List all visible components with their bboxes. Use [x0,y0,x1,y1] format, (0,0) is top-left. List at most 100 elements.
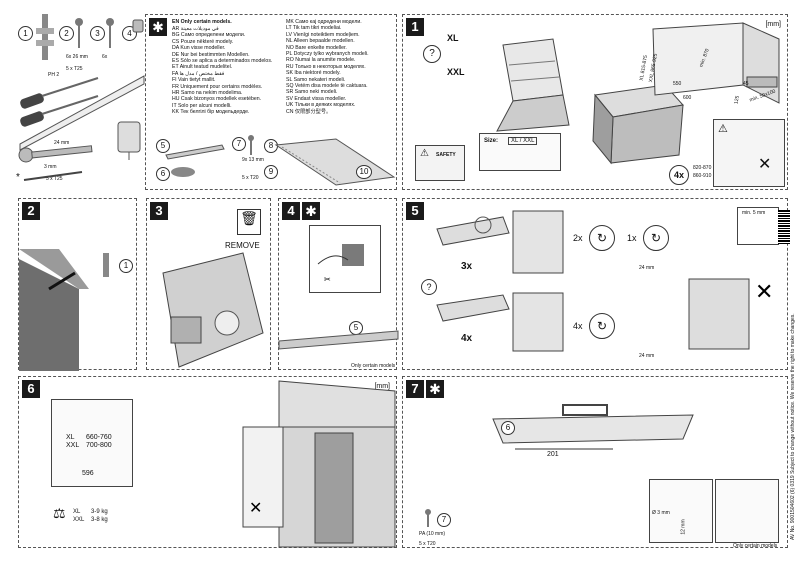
weight-xl-value: 3-9 kg [91,509,108,515]
part-callout-10: 10 [356,165,372,179]
step-3-panel: 3 🗑 REMOVE [146,198,271,370]
step-4-panel: 4 ✱ ✂ 5 Only certain models [278,198,399,370]
min-gap-label: min. 5 mm [742,210,766,216]
leveling-bottom-illustration [436,294,510,322]
step-6-panel: 6 [mm] XL 660-760 XXL 700-800 596 ⚖ XL 3… [18,376,397,548]
dishwasher-leveling-illustration [512,210,564,352]
hinge-bolt-icon [103,253,109,277]
lang-row: ES Sólo se aplica a determinados modelos… [172,58,273,65]
part-callout-7: 7 [437,513,451,527]
tool-wrench-label: 24 mm [54,140,70,146]
side-legal-text: AV No. 9001504602 (6) 0319 Subject to ch… [790,313,796,540]
lang-header: EN Only certain models. [172,19,232,25]
lang-row: DE Nur bei bestimmten Modellen. [172,51,250,58]
lang-row: LV Vienīgi noteiktiem modeļiem. [286,31,360,38]
weight-xxl-label: XXL [73,517,85,523]
height-range-2: 860-910 [693,173,712,179]
barcode [778,210,790,244]
lang-row: MK Само кај одредени модели. [286,19,362,25]
niche-illustration [652,22,780,104]
wrench-size-2: 24 mm [639,353,655,359]
asterisk-badge: ✱ [426,380,444,398]
lang-row: HR Samo na nekim modelima. [172,90,243,97]
drill-diameter: Ø 3 mm [652,510,670,516]
rating-plate: Size: XL / XXL [479,133,561,171]
part-callout-6: 6 [156,167,170,181]
part-callout-9: 9 [264,165,278,179]
asterisk-badge: ✱ [149,18,167,36]
screw-icon [75,18,83,48]
size-xxl-label: XXL [447,67,465,77]
screw-icon [106,18,114,48]
lang-row: SQ Vetëm disa modele të caktuara. [286,83,368,90]
vapour-strip-icon [274,138,396,186]
rotate-icon: ↻ [643,225,669,251]
part-2-size: 6x 26 mm [66,54,88,60]
asterisk-mark: * [16,172,20,183]
svg-text:✂: ✂ [324,275,331,284]
lang-row: SR Samo neki modeli. [286,89,338,96]
lang-row: FI Vain tietyt mallit. [172,77,216,84]
socket-warning-box: ⚠ ✕ [713,119,785,187]
svg-text:✕: ✕ [755,280,773,305]
step-number: 4 [282,202,300,220]
part-callout-2: 2 [59,26,74,41]
leveling-top-illustration [436,216,510,246]
part-callout-1: 1 [18,26,33,41]
rotate-icon: ↻ [589,225,615,251]
tool-torx-label: 5 x T25 [46,176,63,182]
lang-row: SV Endast vissa modeller. [286,95,347,102]
weight-xl-label: XL [73,509,81,515]
door-dimension-box: XL 660-760 XXL 700-800 596 [51,399,133,487]
lang-row: CS Pouze některé modely. [172,38,234,45]
count-badge: 4x [669,165,689,185]
language-panel: ✱ EN Only certain models. AR في موديلات … [145,14,397,190]
hinge-bolt-icon [36,14,54,60]
bottom-count: 4x [461,333,473,344]
lang-row: FA فقط مختص / مدل ها [172,70,225,77]
question-icon: ? [421,279,437,295]
part-7-tool: 5 x T20 [242,175,259,181]
dim-45: 45 [743,81,749,87]
rotate-icon: ↻ [589,313,615,339]
models-note: Only certain models [351,363,396,369]
size-field-label: Size: [484,138,499,144]
warning-icon: ⚠ [420,148,429,159]
lang-row: AR في موديلات معينة [172,26,219,32]
lang-row: UK Тільки в деяких моделях. [286,102,356,109]
kitchen-cabinet-illustration: ✕ [242,380,396,548]
lang-row: HU Csak bizonyos modellek esetében. [172,96,262,103]
cross-icon: ✕ [758,156,772,173]
handle-offset: 201 [547,451,559,458]
warning-icon: ⚠ [718,123,728,135]
step-2-panel: 2 1 [18,198,137,371]
clip-icon [171,167,195,177]
step-number: 2 [22,202,40,220]
question-icon: ? [423,45,441,63]
lang-row: RO Numai la anumite modele. [286,57,356,64]
lang-row: LT Tik tam tikri modeliai. [286,25,342,32]
weight-xxl-value: 3-8 kg [91,517,108,523]
step-number: 5 [406,202,424,220]
lang-row: BG Само определени модели. [172,32,246,39]
trash-icon: 🗑 [237,209,261,235]
part-callout-5: 5 [156,139,170,153]
step-7-panel: 7 ✱ 6 201 7 PA (10 mm) 5 x T20 Ø 3 mm 12… [402,376,788,549]
lang-row: FR Uniquement pour certains modèles. [172,83,263,90]
wrench-icon [18,145,93,163]
lang-row: DA Kun visse modeller. [172,45,226,52]
part-callout-7: 7 [232,137,246,151]
weight-icon: ⚖ [53,505,66,521]
screw-icon [425,509,431,527]
door-xl-label: XL [66,434,75,441]
mount-detail-box [715,479,779,543]
part-callout-1: 1 [119,259,133,273]
drill-bit-icon [23,171,83,181]
cap-icon [132,19,144,33]
lang-row: CN 仅限部分型号。 [286,108,332,115]
tool-ph-label: PH 2 [48,72,60,78]
dim-600: 600 [683,95,692,101]
unit-label: [mm] [765,21,781,28]
dishwasher-side-illustration [19,249,89,371]
lang-column-2: MK Само кај одредени модели. LT Tik tam … [286,19,396,115]
